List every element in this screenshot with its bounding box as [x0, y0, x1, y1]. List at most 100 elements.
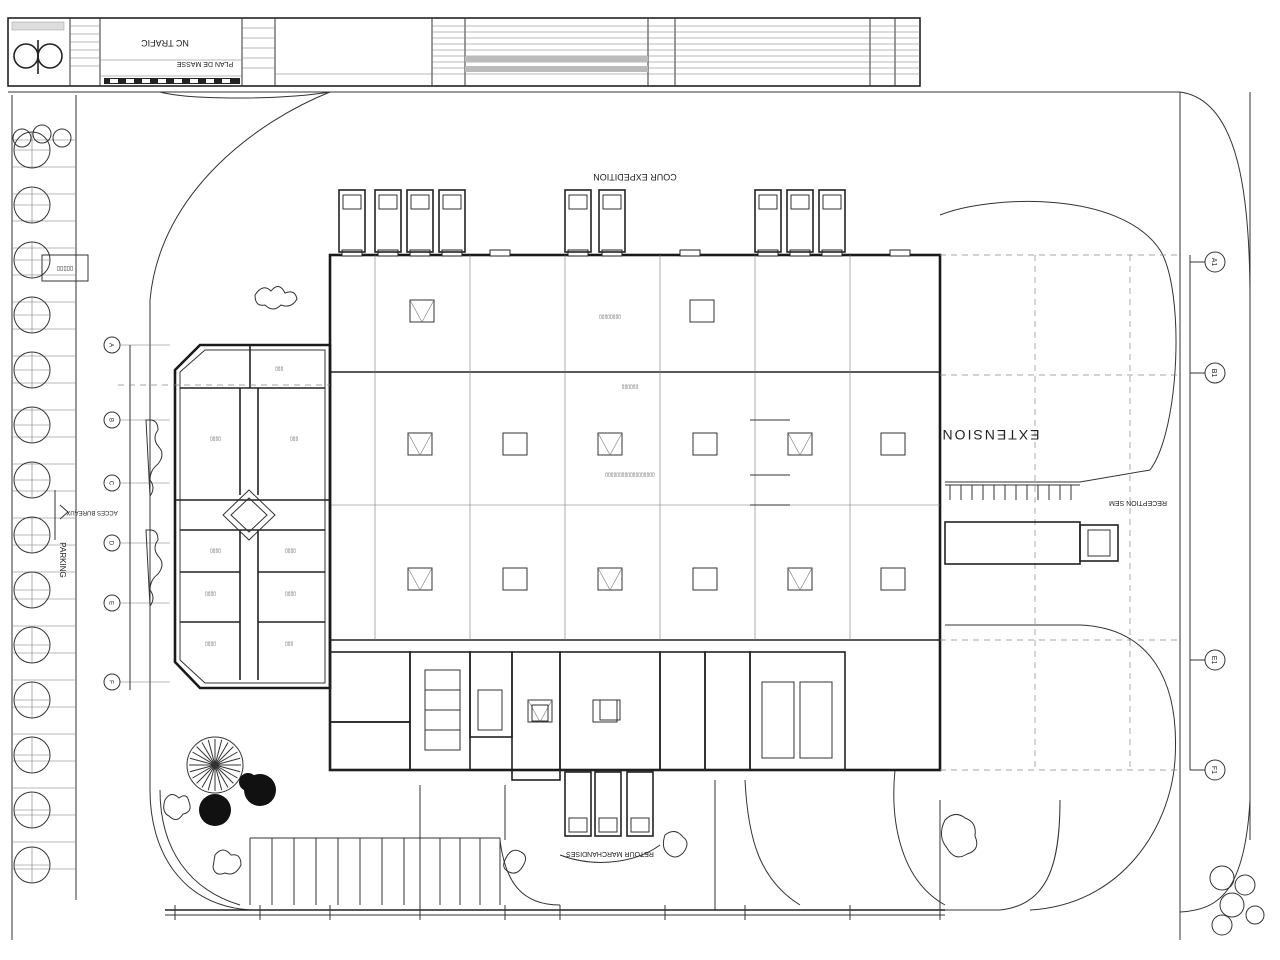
company-logo	[11, 21, 65, 74]
tree-icon	[13, 571, 51, 609]
loading-dock-trucks-bottom	[564, 771, 654, 837]
grid-axis-label: A	[108, 343, 114, 347]
tree-icon	[13, 626, 51, 664]
rack-symbol	[409, 299, 435, 323]
tree-icon	[13, 461, 51, 499]
svg-text:▯▯▯▯: ▯▯▯▯	[210, 436, 221, 442]
tree-icon	[13, 516, 51, 554]
rack-symbol	[502, 432, 528, 456]
tree-icon	[13, 351, 51, 389]
loading-dock-trucks-top	[338, 189, 846, 253]
truck-icon	[374, 189, 402, 253]
rack-symbol	[597, 567, 623, 591]
grid-axis-label: A1	[1210, 258, 1217, 267]
sheet-title: PLAN DE MASSE	[176, 60, 233, 67]
truck-icon	[564, 771, 592, 837]
grid-axis-marker: E	[103, 594, 170, 612]
svg-text:▯▯▯: ▯▯▯	[275, 366, 284, 372]
svg-text:▯▯▯▯▯: ▯▯▯▯▯	[57, 266, 74, 272]
grid-axis-label: B1	[1210, 369, 1217, 378]
parking-label: PARKING	[58, 542, 67, 577]
extension-label: EXTENSION	[941, 427, 1040, 443]
svg-text:▯▯▯▯: ▯▯▯▯	[285, 548, 296, 554]
corner-trees	[1209, 865, 1265, 936]
shrub-icon	[12, 128, 32, 148]
left-parking-area: ▯▯▯▯▯ PARKING ACCES BUREAUX	[12, 139, 118, 870]
grid-axis-label: B	[108, 418, 114, 422]
cour-expedition-label: COUR EXPEDITION	[593, 172, 677, 182]
truck-icon	[754, 189, 782, 253]
rack-symbol	[407, 432, 433, 456]
tree-icon	[13, 681, 51, 719]
tree-icon	[13, 186, 51, 224]
rack-symbol	[692, 567, 718, 591]
rack-symbol	[787, 432, 813, 456]
tree-icon	[13, 241, 51, 279]
truck-icon	[598, 189, 626, 253]
shrub-icon	[52, 128, 72, 148]
grid-axis-marker: D	[103, 534, 170, 552]
tree-icon	[13, 296, 51, 334]
title-block: PLAN DE MASSE NC TRAFIC	[7, 17, 921, 87]
rack-symbol	[592, 699, 618, 723]
truck-icon	[406, 189, 434, 253]
truck-icon	[818, 189, 846, 253]
svg-text:▯▯▯▯: ▯▯▯▯	[285, 591, 296, 597]
rack-symbol	[787, 567, 813, 591]
svg-text:▯▯▯▯▯▯: ▯▯▯▯▯▯	[622, 384, 639, 390]
grid-axis-marker: A1	[1190, 251, 1226, 273]
grid-axis-label: F1	[1210, 766, 1217, 774]
rack-symbol	[502, 567, 528, 591]
acces-bureaux-label: ACCES BUREAUX	[66, 509, 117, 515]
grid-axis-marker: C	[103, 474, 170, 492]
warehouse-building: ▯▯▯▯▯▯▯▯ ▯▯▯▯▯▯▯▯▯▯▯▯▯▯▯▯▯▯ ▯▯▯▯▯▯	[328, 249, 942, 772]
tree-icon	[13, 131, 51, 169]
truck-icon	[626, 771, 654, 837]
truck-icon	[786, 189, 814, 253]
rack-symbol	[880, 432, 906, 456]
grid-axis-label: E	[108, 601, 114, 605]
lower-service-rooms	[329, 651, 846, 781]
office-wing: ▯▯▯▯▯▯▯ ▯▯▯▯▯▯▯▯ ▯▯▯▯▯▯▯▯ ▯▯▯▯▯▯▯ ▯▯▯ AB…	[103, 336, 332, 691]
svg-text:▯▯▯▯▯▯▯▯: ▯▯▯▯▯▯▯▯	[599, 314, 621, 320]
rack-symbol	[527, 699, 553, 723]
tree-icon	[13, 406, 51, 444]
rack-symbol	[880, 567, 906, 591]
shrub-groups	[145, 286, 978, 875]
svg-text:▯▯▯: ▯▯▯	[285, 641, 294, 647]
truck-icon	[438, 189, 466, 253]
reception-sem-label: RECEPTION SEM	[1109, 499, 1167, 506]
grid-axis-marker: B1	[1190, 362, 1226, 384]
retour-marchandises-label: RETOUR MARCHANDISES	[566, 850, 654, 857]
grid-axis-marker: F1	[1190, 759, 1226, 781]
grid-axis-marker: A	[103, 336, 170, 354]
truck-icon	[594, 771, 622, 837]
shrub-icon	[32, 124, 52, 144]
truck-icon	[564, 189, 592, 253]
grid-axis-label: E1	[1210, 656, 1217, 665]
tree-icon	[13, 791, 51, 829]
grid-axis-label: D	[108, 541, 114, 546]
svg-text:▯▯▯▯: ▯▯▯▯	[205, 641, 216, 647]
rack-symbol	[597, 432, 623, 456]
truck-icon	[338, 189, 366, 253]
rack-symbol	[689, 299, 715, 323]
rack-symbol	[692, 432, 718, 456]
project-name: NC TRAFIC	[141, 38, 189, 48]
svg-text:▯▯▯▯▯▯▯▯▯▯▯▯▯▯▯▯▯▯: ▯▯▯▯▯▯▯▯▯▯▯▯▯▯▯▯▯▯	[605, 472, 655, 478]
grid-axis-label: F	[108, 680, 114, 684]
grid-axis-marker: B	[103, 411, 170, 429]
tree-icon	[13, 846, 51, 884]
grid-axis-marker: E1	[1190, 649, 1226, 671]
grid-axis-marker: F	[103, 673, 170, 691]
grid-axis-label: C	[108, 481, 114, 486]
tree-icon	[13, 736, 51, 774]
svg-text:▯▯▯▯: ▯▯▯▯	[210, 548, 221, 554]
feature-tree	[186, 736, 276, 826]
landscape-trees	[12, 124, 72, 884]
site-boundary	[8, 91, 1251, 940]
svg-text:▯▯▯: ▯▯▯	[290, 436, 299, 442]
svg-text:▯▯▯▯: ▯▯▯▯	[205, 591, 216, 597]
